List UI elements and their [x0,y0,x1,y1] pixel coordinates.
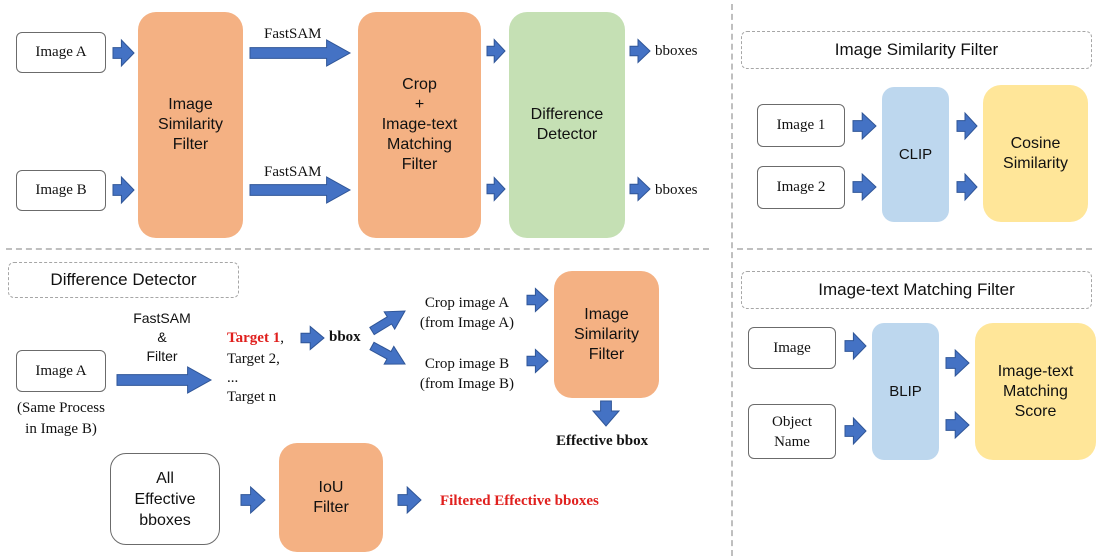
target-n-label: Target n [227,389,277,405]
arrow-bboxes-top [629,38,651,64]
blip-label: BLIP [889,383,922,400]
arrow-fastsam-bottom [249,176,352,204]
target-list: Target 1, Target 2, ... Target n [227,328,284,408]
arrow-blip-to-score-bottom [945,410,970,440]
difference-detector-label: Difference Detector [530,106,604,143]
arrow-clip-to-cosine-top [956,111,978,141]
similarity-panel-title: Image Similarity Filter [834,40,999,59]
difference-detector-block: Difference Detector [509,12,625,238]
image-b-box: Image B [16,170,106,211]
arrow-image-b-to-filter [112,175,135,205]
image-similarity-filter-label: Image Similarity Filter [158,96,223,153]
detector-panel-title: Difference Detector [50,270,197,289]
left-horizontal-divider [6,248,709,250]
all-effective-bboxes-box: All Effective bboxes [110,453,220,545]
arrow-image1-to-clip [852,111,877,141]
clip-block: CLIP [882,87,949,222]
target-1-comma: , [280,330,284,346]
crop-matching-filter-label: Crop + Image-text Matching Filter [381,76,458,173]
blip-block: BLIP [872,323,939,460]
detector-similarity-filter-block: Image Similarity Filter [554,271,659,398]
image-b-label: Image B [35,182,87,198]
bboxes-label-top: bboxes [655,43,698,59]
matching-image-box: Image [748,327,836,369]
arrow-crop-to-detector-top [486,38,506,64]
arrow-bbox-to-crop-b [369,341,406,365]
image-2-box: Image 2 [757,166,845,209]
fastsam-filter-label: FastSAM & Filter [133,310,191,364]
fastsam-label-top: FastSAM [264,26,322,42]
detector-image-a-box: Image A [16,350,106,392]
arrow-object-to-blip [844,416,867,446]
arrow-image-to-blip [844,331,867,361]
arrow-fastsam-top [249,39,352,67]
bboxes-label-bottom: bboxes [655,182,698,198]
arrow-image-a-to-filter [112,38,135,68]
iou-filter-label: IoU Filter [313,478,349,516]
right-horizontal-divider [737,248,1092,250]
image-1-box: Image 1 [757,104,845,147]
detector-image-a-label: Image A [35,362,87,379]
target-2-label: Target 2, [227,351,280,367]
arrow-crop-a-to-filter [526,287,549,313]
fastsam-label-bottom: FastSAM [264,164,322,180]
bbox-label: bbox [329,329,361,345]
cosine-similarity-label: Cosine Similarity [1003,134,1068,172]
arrow-image-a-to-targets [116,366,213,394]
crop-image-b-label: Crop image B (from Image B) [419,356,515,392]
matching-image-label: Image [773,339,811,356]
image-1-label: Image 1 [776,117,826,133]
arrow-filter-to-effective [591,400,621,427]
vertical-divider [731,4,733,556]
matching-panel-title-box: Image-text Matching Filter [741,271,1092,309]
cosine-similarity-block: Cosine Similarity [983,85,1088,222]
detector-similarity-filter-label: Image Similarity Filter [574,305,639,363]
image-similarity-filter-block: Image Similarity Filter [138,12,243,238]
same-process-note: (Same Process in Image B) [17,400,105,437]
image-a-label: Image A [35,44,87,60]
image-2-label: Image 2 [776,179,826,195]
arrow-target1-to-bbox [300,325,325,351]
crop-image-a-label: Crop image A (from Image A) [419,295,515,331]
arrow-crop-b-to-filter [526,348,549,374]
arrow-bbox-to-crop-a [369,310,406,336]
filtered-effective-bboxes-label: Filtered Effective bboxes [440,493,599,509]
target-1-label: Target 1 [227,330,281,346]
target-dots-label: ... [227,370,239,386]
arrow-image2-to-clip [852,172,877,202]
clip-label: CLIP [898,146,933,163]
iou-filter-block: IoU Filter [279,443,383,552]
matching-score-block: Image-text Matching Score [975,323,1096,460]
matching-score-label: Image-text Matching Score [997,362,1074,420]
all-effective-bboxes-label: All Effective bboxes [134,469,196,529]
arrow-iou-to-filtered [397,485,422,515]
detector-panel-title-box: Difference Detector [8,262,239,298]
effective-bbox-label: Effective bbox [556,433,649,449]
image-a-box: Image A [16,32,106,73]
object-name-box: Object Name [748,404,836,459]
similarity-panel-title-box: Image Similarity Filter [741,31,1092,69]
object-name-label: Object Name [772,413,812,450]
crop-matching-filter-block: Crop + Image-text Matching Filter [358,12,481,238]
arrow-blip-to-score-top [945,348,970,378]
arrow-all-to-iou [240,485,266,515]
arrow-clip-to-cosine-bottom [956,172,978,202]
arrow-bboxes-bottom [629,176,651,202]
target-1-row: Target 1, [227,328,284,349]
arrow-crop-to-detector-bottom [486,176,506,202]
matching-panel-title: Image-text Matching Filter [818,280,1015,299]
